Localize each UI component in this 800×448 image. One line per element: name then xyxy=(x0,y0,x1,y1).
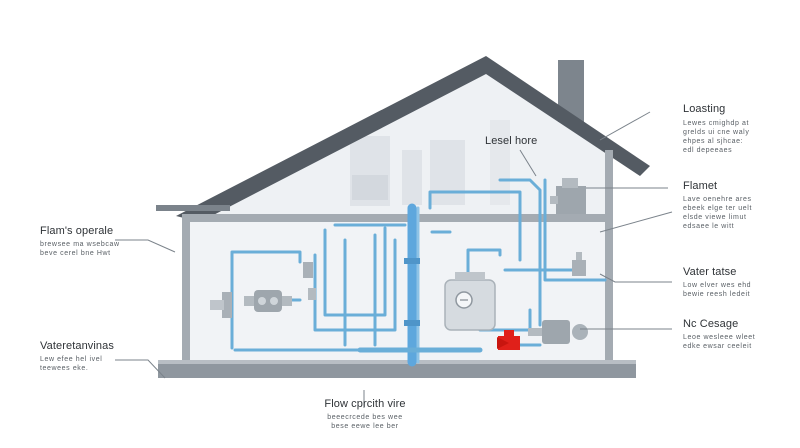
valve-icon xyxy=(210,292,232,318)
label-line: beve cerel bne Hwt xyxy=(40,250,111,257)
label-line: beeecrcede bes wee xyxy=(327,414,403,421)
fitting-icon xyxy=(303,262,313,278)
label-title: Flamet xyxy=(683,180,718,192)
label-title: Nc Cesage xyxy=(683,318,739,330)
label-line: bewie reesh ledeit xyxy=(683,291,751,298)
label-line: Lave oenehre ares xyxy=(683,196,752,203)
label-line: elsde viewe limut xyxy=(683,214,747,221)
fixtures xyxy=(210,178,588,350)
label-line: ehpes al sjhcae: xyxy=(683,138,744,145)
label-top-right: Loasting Lewes cmighdp at grelds ui cne … xyxy=(683,103,749,155)
shutoff-valve-icon xyxy=(497,330,520,350)
label-line: ebeek elge ter uelt xyxy=(683,205,752,212)
ground-slab-top xyxy=(158,360,636,364)
attic-tank-icon xyxy=(550,178,586,214)
riser-fitting-icon xyxy=(404,258,420,264)
label-line: Low elver wes ehd xyxy=(683,282,752,289)
label-left-lower: Vateretanvinas Lew efee hel ivel teewees… xyxy=(40,340,114,373)
meter-icon xyxy=(528,320,588,344)
label-line: Lew efee hel ivel xyxy=(40,356,103,363)
left-wall xyxy=(182,220,190,370)
label-right-upper: Flamet Lave oenehre ares ebeek elge ter … xyxy=(683,180,752,231)
right-wall xyxy=(605,150,613,370)
label-line: edsaee le witt xyxy=(683,223,735,230)
wall-fitting-icon xyxy=(572,252,586,276)
left-inner-pipe xyxy=(323,226,387,317)
label-title: Flow cprcith vire xyxy=(324,398,406,410)
label-line: edke ewsar ceeleit xyxy=(683,343,752,350)
label-title: Loasting xyxy=(683,103,726,115)
label-title: Flam's operale xyxy=(40,225,114,237)
label-line: grelds ui cne waly xyxy=(683,129,750,136)
ground-slab xyxy=(158,360,636,378)
roof xyxy=(176,56,650,222)
attic-right-pipe xyxy=(498,178,542,327)
riser-to-attic xyxy=(428,190,522,262)
label-right-lower: Nc Cesage Leoe wesleee wleet edke ewsar … xyxy=(683,318,755,351)
label-bottom-center: Flow cprcith vire beeecrcede bes wee bes… xyxy=(300,398,430,431)
label-roof-center: Lesel hore xyxy=(485,135,537,147)
basement-interior xyxy=(190,220,605,368)
label-right-middle: Vater tatse Low elver wes ehd bewie rees… xyxy=(683,266,751,299)
label-line: brewsee ma wsebcaw xyxy=(40,241,120,248)
attic-ghost-shapes xyxy=(350,120,510,206)
label-title: Vateretanvinas xyxy=(40,340,114,352)
riser-fitting-icon-2 xyxy=(404,320,420,326)
leader-lines xyxy=(115,111,673,408)
label-line: bese eewe lee ber xyxy=(331,423,399,430)
label-line: Lewes cmighdp at xyxy=(683,120,750,127)
fitting-icon-2 xyxy=(308,288,316,300)
attic-supply-pipe xyxy=(543,178,607,282)
label-title: Lesel hore xyxy=(485,135,538,147)
label-line: teewees eke. xyxy=(40,365,89,372)
label-title: Vater tatse xyxy=(683,266,737,278)
label-left-upper: Flam's operale brewsee ma wsebcaw beve c… xyxy=(40,225,120,258)
label-line: edl depeeaes xyxy=(683,147,733,154)
water-heater-icon xyxy=(444,272,496,331)
upper-floor xyxy=(182,214,608,222)
pump-icon xyxy=(244,290,292,312)
label-line: Leoe wesleee wleet xyxy=(683,334,756,341)
